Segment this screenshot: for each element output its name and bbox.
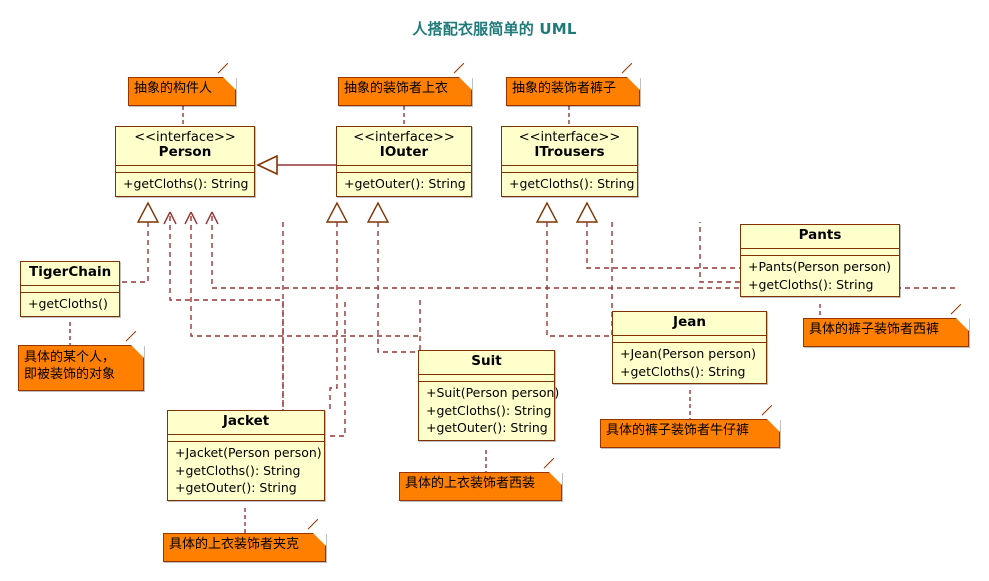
operation: +getCloths(): String [175,462,301,478]
operation: +Jacket(Person person) [175,444,322,460]
separator [116,172,254,174]
note-fold-icon [767,419,780,432]
operation: +getOuter(): String [344,176,466,192]
class-iouter-name: IOuter [379,144,429,161]
note-jacket-text: 具体的上衣装饰者夹克 [169,537,300,552]
class-itrousers-name: ITrousers [534,144,605,161]
class-person-operations: +getCloths(): String [116,173,254,196]
class-suit-operations: +Suit(Person person) +getCloths(): Strin… [419,382,560,440]
separator [613,341,766,343]
note-suit[interactable]: 具体的上衣装饰者西装 [399,457,565,501]
note-fold-icon [627,77,640,90]
class-jean-name: Jean [673,314,706,330]
note-itrousers-text: 抽象的装饰者裤子 [512,81,617,96]
note-person-text: 抽象的构件人 [134,81,213,96]
note-tigerchain-text-line1: 具体的某个人， [24,350,116,365]
note-jean-text: 具体的裤子装饰者牛仔裤 [606,423,750,438]
operation: +Suit(Person person) [426,384,560,400]
class-jacket-header: Jacket [168,411,324,434]
class-iouter-header: <<interface>> IOuter [337,127,471,165]
class-jean[interactable]: Jean +Jean(Person person) +getCloths(): … [612,311,767,385]
separator [613,334,766,336]
class-suit-name: Suit [471,353,502,369]
class-jacket[interactable]: Jacket +Jacket(Person person) +getCloths… [167,410,325,502]
class-jean-operations: +Jean(Person person) +getCloths(): Strin… [613,343,766,384]
operation: +getCloths(): String [748,276,874,292]
separator [116,165,254,167]
class-jean-header: Jean [613,312,766,335]
class-jacket-operations: +Jacket(Person person) +getCloths(): Str… [168,442,324,500]
page-title: 人搭配衣服简单的 UML [412,20,577,38]
operation: +Jean(Person person) [620,345,757,361]
note-tigerchain[interactable]: 具体的某个人， 即被装饰的对象 [18,330,147,391]
separator [337,165,471,167]
class-jacket-name: Jacket [222,413,270,429]
separator [168,433,324,435]
class-suit[interactable]: Suit +Suit(Person person) +getCloths(): … [418,350,560,442]
separator [502,172,637,174]
note-tigerchain-text-line2: 即被装饰的对象 [24,367,116,383]
operation: +getOuter(): String [175,480,297,496]
note-pants-text: 具体的裤子装饰者西裤 [809,322,940,337]
class-tigerchain-operations: +getCloths() [21,293,119,316]
class-pants-header: Pants [741,225,899,248]
note-jacket[interactable]: 具体的上衣装饰者夹克 [163,518,329,562]
note-iouter[interactable]: 抽象的装饰者上衣 [338,62,475,106]
note-jean[interactable]: 具体的裤子装饰者牛仔裤 [600,404,783,448]
class-suit-header: Suit [419,351,554,374]
operation: +getOuter(): String [426,420,548,436]
operation: +getCloths(): String [426,402,552,418]
note-pants[interactable]: 具体的裤子装饰者西裤 [803,303,972,347]
operation: +getCloths(): String [509,176,635,192]
class-itrousers-operations: +getCloths(): String [502,173,637,196]
class-pants[interactable]: Pants +Pants(Person person) +getCloths()… [740,224,900,298]
note-fold-icon [131,345,144,358]
class-person-stereotype: <<interface>> [134,130,236,145]
note-fold-icon [459,77,472,90]
separator [419,380,554,382]
class-tigerchain-header: TigerChain [21,262,119,285]
class-tigerchain[interactable]: TigerChain +getCloths() [20,261,120,317]
separator [502,165,637,167]
separator [21,284,119,286]
note-itrousers[interactable]: 抽象的装饰者裤子 [506,62,643,106]
class-pants-name: Pants [798,227,842,243]
class-itrousers-stereotype: <<interface>> [518,130,621,145]
separator [21,291,119,293]
class-iouter-stereotype: <<interface>> [353,130,455,145]
separator [337,172,471,174]
note-fold-icon [223,77,236,90]
class-pants-operations: +Pants(Person person) +getCloths(): Stri… [741,256,899,297]
operation: +getCloths(): String [123,176,249,192]
note-fold-icon [956,318,969,331]
operation: +Pants(Person person) [748,258,892,274]
separator [168,440,324,442]
class-iouter[interactable]: <<interface>> IOuter +getOuter(): String [336,126,472,197]
separator [419,373,554,375]
separator [741,254,899,256]
note-person[interactable]: 抽象的构件人 [128,62,239,106]
class-itrousers[interactable]: <<interface>> ITrousers +getCloths(): St… [501,126,638,197]
class-person-header: <<interface>> Person [116,127,254,165]
note-fold-icon [549,472,562,485]
note-suit-text: 具体的上衣装饰者西装 [405,476,536,491]
class-person-name: Person [158,144,212,161]
class-itrousers-header: <<interface>> ITrousers [502,127,637,165]
operation: +getCloths(): String [620,363,746,379]
note-fold-icon [313,533,326,546]
separator [741,247,899,249]
class-person[interactable]: <<interface>> Person +getCloths(): Strin… [115,126,255,197]
operation: +getCloths() [28,295,108,311]
class-iouter-operations: +getOuter(): String [337,173,471,196]
class-tigerchain-name: TigerChain [29,264,112,280]
note-iouter-text: 抽象的装饰者上衣 [344,81,449,96]
